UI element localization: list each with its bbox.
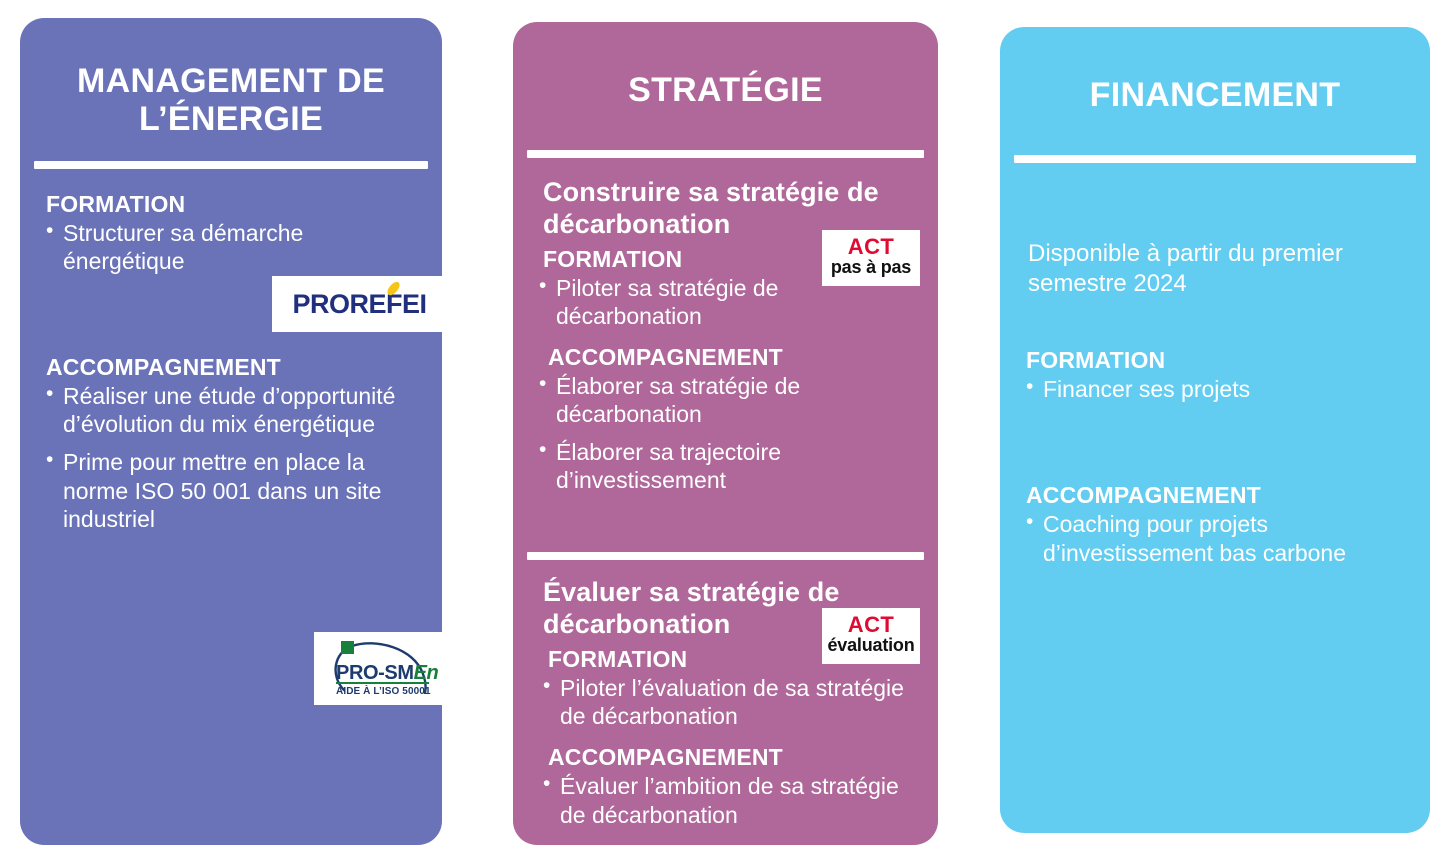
finance-availability-block: Disponible à partir du premier semestre … <box>1000 163 1430 299</box>
availability-note: Disponible à partir du premier semestre … <box>1028 239 1343 298</box>
title-divider <box>1014 154 1416 163</box>
card-title-management-energie: MANAGEMENT DE L’ÉNERGIE <box>76 61 385 138</box>
section-label-accompagnement: ACCOMPAGNEMENT <box>548 743 783 770</box>
list-item: Prime pour mettre en place la norme ISO … <box>46 447 424 534</box>
list-item: Réaliser une étude d’opportunité d’évolu… <box>46 381 424 439</box>
list-item: Évaluer l’ambition de sa stratégie de dé… <box>543 771 920 829</box>
section-label-formation: FORMATION <box>548 645 688 672</box>
title-divider <box>527 149 924 158</box>
section-label-accompagnement: ACCOMPAGNEMENT <box>46 353 281 380</box>
card-title-financement: FINANCEMENT <box>1089 75 1341 114</box>
list-item: Élaborer sa trajectoire d’investissement <box>539 437 920 495</box>
prorefei-logo: PROREFEI <box>272 276 447 332</box>
card-title-strategie: STRATÉGIE <box>628 70 823 109</box>
pro-smen-logo: PRO-SMEn AIDE À L’ISO 50001 <box>314 632 447 705</box>
act-badge-subtitle: évaluation <box>827 635 915 656</box>
strategy-block1-accompagnement-list: Élaborer sa stratégie de décarbonation É… <box>539 371 920 495</box>
list-item: Élaborer sa stratégie de décarbonation <box>539 371 920 429</box>
strategy-block-evaluer: Évaluer sa stratégie de décarbonation FO… <box>513 560 938 829</box>
finance-formation-block: FORMATION Financer ses projets <box>1000 299 1430 404</box>
strategy-block2-formation-list: Piloter l’évaluation de sa stratégie de … <box>539 673 920 731</box>
act-badge-subtitle: pas à pas <box>830 257 912 278</box>
card-management-energie: MANAGEMENT DE L’ÉNERGIE FORMATION Struct… <box>20 18 447 845</box>
prosmen-logo-accent: En <box>413 662 439 684</box>
section-label-accompagnement: ACCOMPAGNEMENT <box>548 343 783 370</box>
section-label-formation: FORMATION <box>543 245 683 272</box>
act-badge-title: ACT <box>847 612 895 637</box>
act-pas-a-pas-badge: ACT pas à pas <box>822 230 920 286</box>
prosmen-square-icon <box>341 641 354 654</box>
strategy-block-construire: Construire sa stratégie de décarbonation… <box>513 158 938 495</box>
energy-formation-list: Structurer sa démarche énergétique <box>46 218 424 276</box>
finance-accompagnement-list: Coaching pour projets d’investissement b… <box>1026 509 1412 567</box>
strategy-block2-accompagnement-list: Évaluer l’ambition de sa stratégie de dé… <box>539 771 920 829</box>
finance-formation-list: Financer ses projets <box>1026 374 1412 404</box>
energy-accompagnement-block: ACCOMPAGNEMENT Réaliser une étude d’oppo… <box>20 276 442 534</box>
subheading-construire-strategie: Construire sa stratégie de décarbonation <box>543 176 879 240</box>
prosmen-logo-subtitle: AIDE À L’ISO 50001 <box>336 686 431 697</box>
prorefei-logo-text: PROREFEI <box>292 288 427 319</box>
section-label-formation: FORMATION <box>1026 347 1166 374</box>
list-item: Piloter l’évaluation de sa stratégie de … <box>543 673 920 731</box>
act-badge-title: ACT <box>847 234 895 259</box>
title-divider <box>34 160 428 169</box>
subheading-evaluer-strategie: Évaluer sa stratégie de décarbonation <box>543 576 840 640</box>
list-item: Coaching pour projets d’investissement b… <box>1026 509 1412 567</box>
card-strategie: STRATÉGIE Construire sa stratégie de déc… <box>513 22 938 845</box>
list-item: Financer ses projets <box>1026 374 1412 404</box>
act-evaluation-badge: ACT évaluation <box>822 608 920 664</box>
strategy-block1-formation-list: Piloter sa stratégie de décarbonation <box>539 273 920 331</box>
energy-accompagnement-list: Réaliser une étude d’opportunité d’évolu… <box>46 381 424 534</box>
list-item: Piloter sa stratégie de décarbonation <box>539 273 920 331</box>
section-divider <box>527 551 924 560</box>
prosmen-underline <box>336 682 429 684</box>
section-label-accompagnement: ACCOMPAGNEMENT <box>1026 481 1261 508</box>
finance-accompagnement-block: ACCOMPAGNEMENT Coaching pour projets d’i… <box>1000 404 1430 567</box>
card-financement: FINANCEMENT Disponible à partir du premi… <box>1000 27 1430 833</box>
section-label-formation: FORMATION <box>46 190 186 217</box>
energy-formation-block: FORMATION Structurer sa démarche énergét… <box>20 169 442 276</box>
prosmen-logo-text: PRO-SM <box>336 662 414 684</box>
list-item: Structurer sa démarche énergétique <box>46 218 424 276</box>
